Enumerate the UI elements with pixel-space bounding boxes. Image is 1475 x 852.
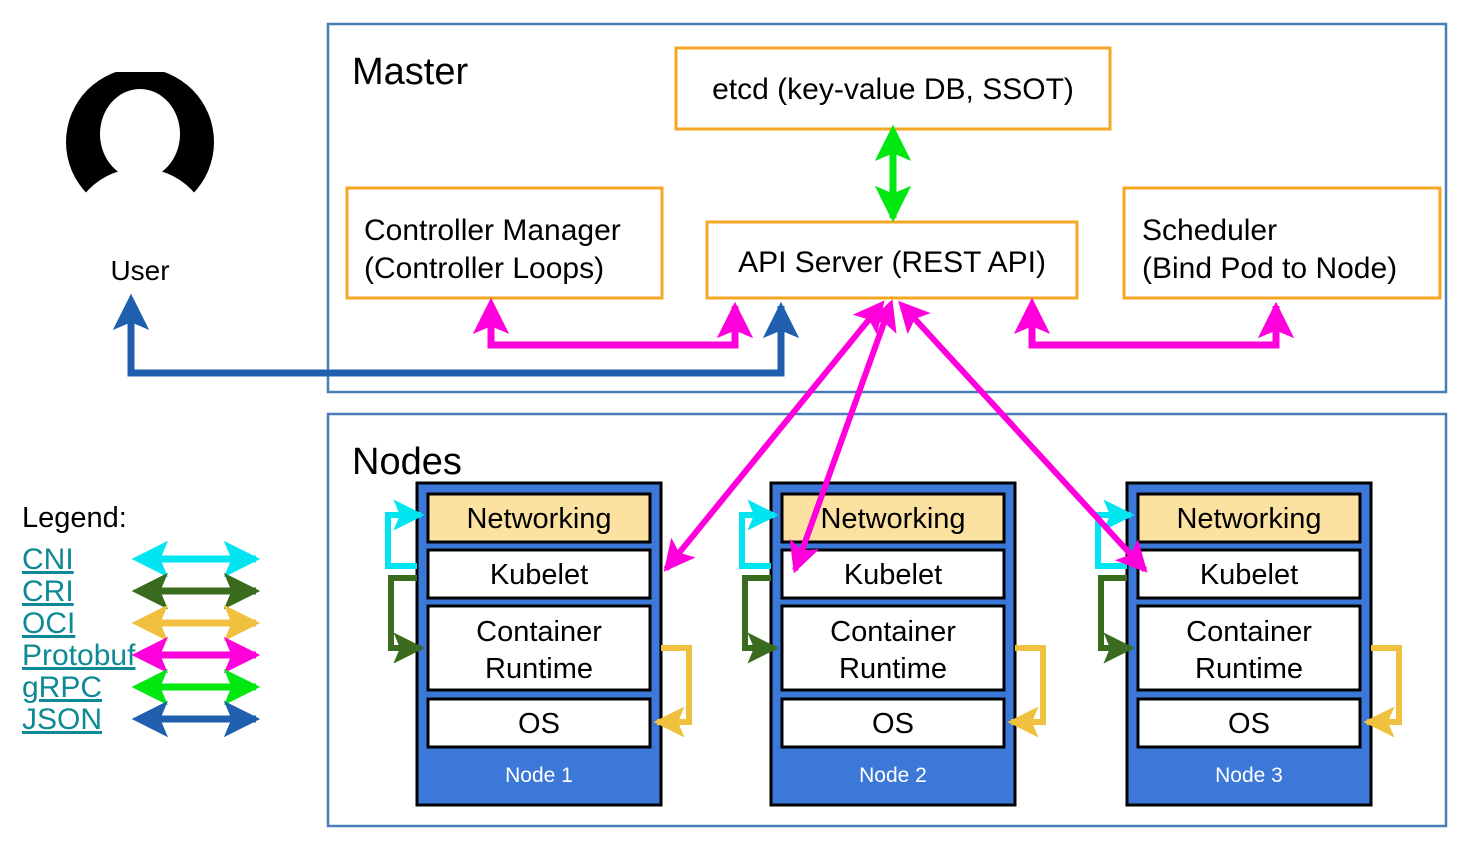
node-1-networking-box[interactable] bbox=[426, 492, 652, 544]
legend-item-label-protobuf[interactable]: Protobuf bbox=[22, 639, 136, 672]
node-3-name: Node 3 bbox=[1215, 764, 1283, 787]
controller-manager-label-line1: Controller Manager bbox=[364, 214, 621, 247]
node-2-networking-label: Networking bbox=[820, 503, 965, 535]
controller-manager-box[interactable] bbox=[345, 186, 664, 300]
node-1-networking-label: Networking bbox=[466, 503, 611, 535]
node-3-container-runtime-label-line1: Container bbox=[1186, 616, 1312, 648]
node-2-container-runtime-label-line2: Runtime bbox=[839, 653, 947, 685]
legend-title: Legend: bbox=[22, 502, 127, 534]
node-3-container-runtime-label-line2: Runtime bbox=[1195, 653, 1303, 685]
nodes-title: Nodes bbox=[352, 441, 462, 483]
controller-manager-label-line2: (Controller Loops) bbox=[364, 252, 604, 285]
master-title: Master bbox=[352, 51, 468, 93]
node-2-kubelet-label: Kubelet bbox=[844, 559, 942, 591]
scheduler-label-line2: (Bind Pod to Node) bbox=[1142, 252, 1397, 285]
oci-arrow-node-1 bbox=[653, 645, 692, 738]
node-3-networking-label: Networking bbox=[1176, 503, 1321, 535]
node-3-networking-box[interactable] bbox=[1136, 492, 1362, 544]
node-1-container-runtime-box[interactable] bbox=[426, 604, 652, 692]
protobuf-arrow-apiserver-node-2-kubelet bbox=[789, 299, 897, 574]
node-3-os-box[interactable] bbox=[1136, 697, 1362, 749]
protobuf-arrow-apiserver-node-3-kubelet bbox=[898, 300, 1148, 573]
cri-arrow-node-3 bbox=[1098, 575, 1135, 664]
scheduler-box[interactable] bbox=[1122, 186, 1442, 300]
node-2-container-runtime-box[interactable] bbox=[780, 604, 1006, 692]
node-3[interactable]: Networking Kubelet Container Runtime OS … bbox=[1125, 481, 1373, 807]
cni-arrow-node-1 bbox=[385, 499, 425, 569]
node-2-name: Node 2 bbox=[859, 764, 927, 787]
user-label: User bbox=[110, 255, 169, 286]
node-1-container-runtime-label-line2: Runtime bbox=[485, 653, 593, 685]
etcd-label: etcd (key-value DB, SSOT) bbox=[712, 73, 1074, 106]
node-1-os-box[interactable] bbox=[426, 697, 652, 749]
node-2-os-label: OS bbox=[872, 708, 914, 740]
node-1[interactable]: Networking Kubelet Container Runtime OS … bbox=[415, 481, 663, 807]
api-server-label: API Server (REST API) bbox=[738, 246, 1046, 279]
legend-item-label-json[interactable]: JSON bbox=[22, 703, 102, 736]
scheduler-label-line1: Scheduler bbox=[1142, 214, 1277, 247]
cri-arrow-node-2 bbox=[742, 575, 779, 664]
node-3-container-runtime-box[interactable] bbox=[1136, 604, 1362, 692]
legend-item-label-cni[interactable]: CNI bbox=[22, 543, 74, 576]
node-1-kubelet-box[interactable] bbox=[426, 548, 652, 600]
node-1-container-runtime-label-line1: Container bbox=[476, 616, 602, 648]
user-avatar-icon bbox=[66, 72, 214, 212]
oci-arrow-node-2 bbox=[1007, 645, 1046, 738]
node-1-kubelet-label: Kubelet bbox=[490, 559, 588, 591]
node-2-os-box[interactable] bbox=[780, 697, 1006, 749]
node-3-kubelet-box[interactable] bbox=[1136, 548, 1362, 600]
node-3-kubelet-label: Kubelet bbox=[1200, 559, 1298, 591]
cri-arrow-node-1 bbox=[388, 575, 425, 664]
legend: Legend: CNI CRI OCI Protobuf gRPC JSON bbox=[22, 502, 261, 738]
node-2-container-runtime-label-line1: Container bbox=[830, 616, 956, 648]
node-1-os-label: OS bbox=[518, 708, 560, 740]
oci-arrow-node-3 bbox=[1363, 645, 1402, 738]
legend-item-label-grpc[interactable]: gRPC bbox=[22, 671, 102, 704]
legend-item-label-cri[interactable]: CRI bbox=[22, 575, 74, 608]
node-1-name: Node 1 bbox=[505, 764, 573, 787]
node-3-os-label: OS bbox=[1228, 708, 1270, 740]
legend-item-label-oci[interactable]: OCI bbox=[22, 607, 75, 640]
